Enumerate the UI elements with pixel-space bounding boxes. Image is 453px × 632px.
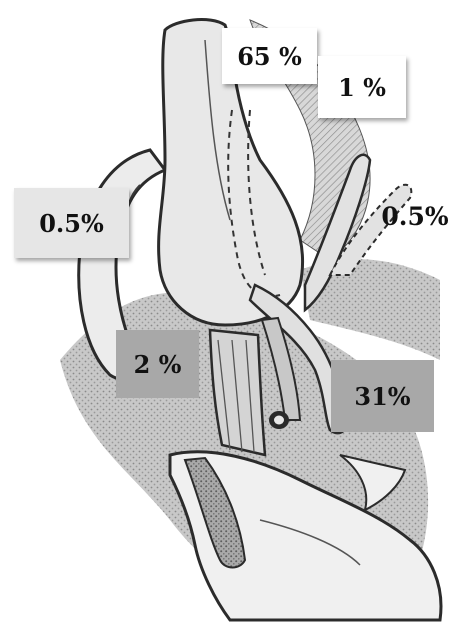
percentage-label-retrocaecal: 65 % [222, 28, 317, 84]
percentage-label-postileal: 0.5% [380, 196, 450, 236]
percentage-label-pelvic-low: 2 % [116, 330, 199, 398]
percentage-label-pelvic: 31% [331, 360, 434, 432]
percentage-label-subcaecal: 0.5% [14, 188, 129, 258]
percentage-label-preileal: 1 % [318, 56, 406, 118]
